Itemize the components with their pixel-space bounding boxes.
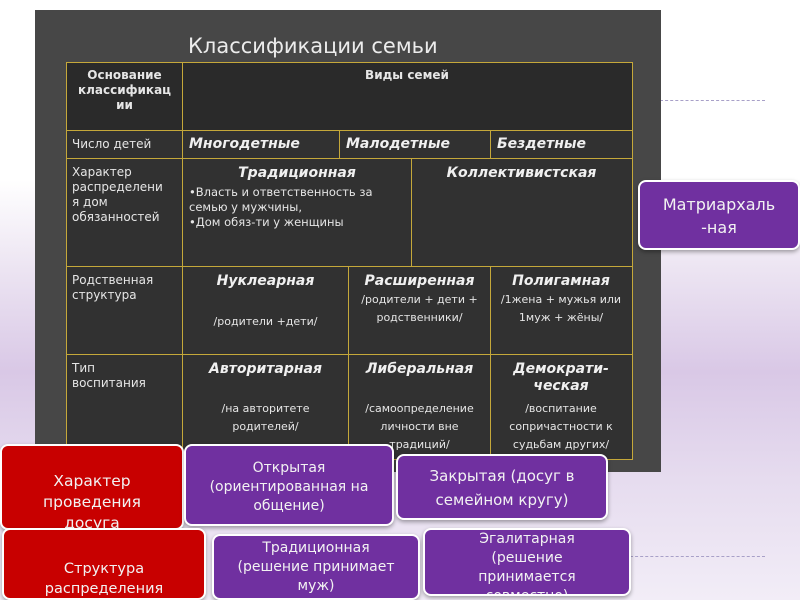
- closed-leisure-box: Закрытая (досуг в семейном кругу): [396, 454, 608, 520]
- row-kinship-label-cell: Родственная структура: [66, 266, 184, 356]
- row-children-c2: Малодетные: [346, 136, 450, 152]
- row-upbringing-c2-title: Либеральная: [365, 361, 474, 377]
- row-upbringing-c3-cell: Демократи- ческая /воспитание сопричастн…: [490, 354, 633, 460]
- row-kinship-c1-text: /родители +дети/: [213, 315, 318, 328]
- row-kinship-c3-title: Полигамная: [512, 273, 610, 289]
- row-duties-label-cell: Характер распределени я дом обязанностей: [66, 158, 184, 268]
- row-upbringing-c1-text: /на авторитете родителей/: [221, 402, 310, 433]
- row-upbringing-label: Тип воспитания: [72, 361, 146, 390]
- dashed-divider-bottom: [630, 556, 765, 557]
- header-basis-text: Основание классификац ии: [77, 68, 172, 112]
- dashed-divider-top: [660, 100, 765, 101]
- row-duties-c1-text: •Власть и ответственность за семью у муж…: [189, 185, 373, 229]
- header-basis-cell: Основание классификац ии: [66, 62, 184, 132]
- row-duties-c2-title: Коллективистская: [446, 165, 597, 181]
- row-kinship-c2-cell: Расширенная /родители + дети + родственн…: [348, 266, 492, 356]
- distribution-box: Структура распределения: [2, 528, 206, 600]
- open-leisure-box: Открытая (ориентированная на общение): [184, 444, 394, 526]
- header-types-text: Виды семей: [365, 68, 449, 82]
- row-upbringing-c3-text: /воспитание сопричастности к судьбам дру…: [509, 402, 613, 451]
- egalitarian-box: Эгалитарная (решение принимается совмест…: [423, 528, 631, 596]
- row-children-c3-cell: Бездетные: [490, 130, 633, 160]
- row-upbringing-label-cell: Тип воспитания: [66, 354, 184, 460]
- row-kinship-c3-text: /1жена + мужья или 1муж + жёны/: [500, 293, 622, 324]
- row-children-c1: Многодетные: [189, 136, 300, 152]
- row-kinship-c2-title: Расширенная: [364, 273, 475, 289]
- row-duties-c1-cell: Традиционная •Власть и ответственность з…: [182, 158, 413, 268]
- row-upbringing-c3-title: Демократи- ческая: [513, 361, 609, 394]
- row-children-c3: Бездетные: [497, 136, 587, 152]
- row-upbringing-c2-cell: Либеральная /самоопределение личности вн…: [348, 354, 492, 460]
- slide-title: Классификации семьи: [188, 34, 438, 58]
- row-kinship-c3-cell: Полигамная /1жена + мужья или 1муж + жён…: [490, 266, 633, 356]
- leisure-box: Характер проведения досуга: [0, 444, 184, 530]
- row-duties-c2-cell: Коллективистская: [411, 158, 633, 268]
- row-duties-c1-title: Традиционная: [238, 165, 356, 181]
- row-upbringing-c1-title: Авторитарная: [209, 361, 322, 377]
- row-children-label-cell: Число детей: [66, 130, 184, 160]
- row-kinship-label: Родственная структура: [72, 273, 154, 302]
- row-children-c1-cell: Многодетные: [182, 130, 341, 160]
- row-kinship-c2-text: /родители + дети + родственники/: [361, 293, 478, 324]
- row-kinship-c1-cell: Нуклеарная /родители +дети/: [182, 266, 350, 356]
- row-children-label: Число детей: [72, 137, 152, 151]
- row-upbringing-c2-text: /самоопределение личности вне традиций/: [365, 402, 474, 451]
- matriarchal-box: Матриархаль -ная: [638, 180, 800, 250]
- row-kinship-c1-title: Нуклеарная: [216, 273, 315, 289]
- row-duties-label: Характер распределени я дом обязанностей: [72, 165, 163, 224]
- row-children-c2-cell: Малодетные: [339, 130, 492, 160]
- header-types-cell: Виды семей: [182, 62, 633, 132]
- traditional-decision-box: Традиционная (решение принимает муж): [212, 534, 420, 600]
